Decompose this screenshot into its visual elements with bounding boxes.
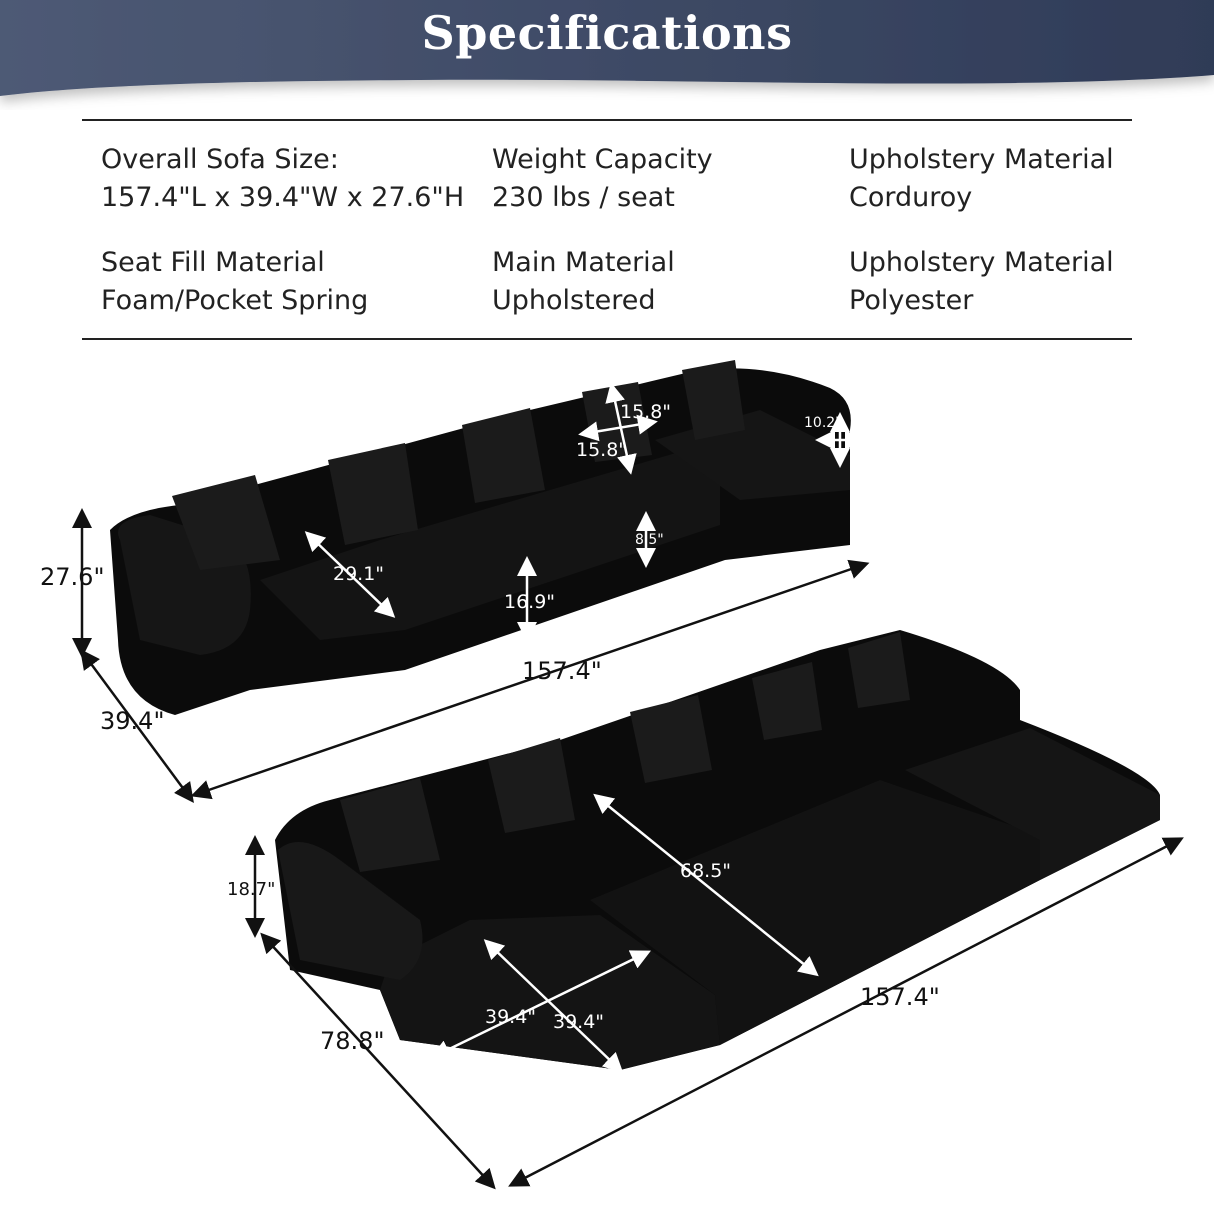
dim-sofa-length: 157.4" (522, 657, 602, 685)
sofa-bed-image (275, 630, 1160, 1070)
divider-bottom (82, 338, 1132, 340)
dim-ottoman-depth: 39.4" (553, 1011, 605, 1033)
dim-pillow-height: 15.8" (620, 401, 672, 423)
dim-pillow-width: 15.8" (576, 439, 628, 461)
dim-seat-height: 16.9" (504, 591, 556, 613)
dim-sofa-height: 27.6" (40, 563, 105, 591)
dim-seat-depth: 29.1" (333, 563, 385, 585)
dimension-arrows (72, 382, 1184, 1190)
dim-bed-length: 157.4" (860, 983, 940, 1011)
dim-bed-height: 18.7" (227, 879, 276, 900)
divider-top (82, 119, 1132, 121)
dim-cushion-thickness: 8.5" (635, 532, 664, 548)
spec-overall-size: Overall Sofa Size:157.4"L x 39.4"W x 27.… (101, 144, 465, 213)
dim-middle-length: 68.5" (680, 860, 732, 882)
page-title: Specifications (421, 6, 793, 60)
dim-ottoman-width: 39.4" (485, 1006, 537, 1028)
dim-sofa-depth: 39.4" (100, 707, 165, 735)
sofa-image (110, 360, 851, 715)
dim-armrest-width: 10.2" (804, 415, 842, 431)
dim-bed-depth: 78.8" (320, 1027, 385, 1055)
header-banner (0, 0, 1214, 96)
